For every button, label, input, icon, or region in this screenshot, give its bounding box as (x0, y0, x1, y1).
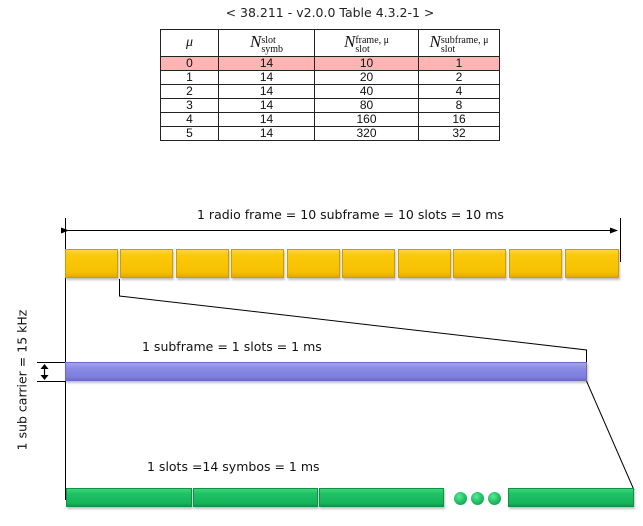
slot-bar (65, 362, 587, 381)
subframe-block (509, 249, 562, 278)
slot-label: 1 slots =14 symbos = 1 ms (147, 459, 320, 474)
table-row: 1 14 20 2 (160, 70, 500, 85)
subframe-block (231, 249, 284, 278)
subcarrier-label: 1 sub carrier = 15 kHz (14, 309, 30, 451)
table-row: 3 14 80 8 (160, 98, 500, 113)
cell-symbols-per-slot: 14 (218, 126, 315, 141)
radio-frame-label: 1 radio frame = 10 subframe = 10 slots =… (197, 207, 504, 222)
subframe-label: 1 subframe = 1 slots = 1 ms (142, 339, 322, 354)
subframe-block (176, 249, 229, 278)
cell-slots-per-subframe: 32 (418, 126, 500, 141)
table-row: 4 14 160 16 (160, 112, 500, 127)
vertical-double-arrow-icon (40, 364, 49, 380)
cell-slots-per-subframe: 1 (418, 56, 500, 71)
symbol-block (319, 488, 444, 507)
subframe-block (342, 249, 395, 278)
subframe-block (287, 249, 340, 278)
subframe-block (453, 249, 506, 278)
cell-slots-per-frame: 10 (314, 56, 419, 71)
symbol-block (66, 488, 192, 507)
cell-slots-per-frame: 320 (314, 126, 419, 141)
subframe-block (65, 249, 118, 278)
table-row: 5 14 320 32 (160, 126, 500, 141)
table-caption: < 38.211 - v2.0.0 Table 4.3.2-1 > (225, 5, 435, 20)
subframe-block (565, 249, 619, 278)
symbol-block (508, 488, 634, 507)
table-row: 0 14 10 1 (160, 56, 500, 71)
header-mu: μ (160, 29, 219, 57)
subframe-block (398, 249, 451, 278)
cell-symbols-per-slot: 14 (218, 56, 315, 71)
subframe-block (120, 249, 173, 278)
symbol-block (193, 488, 318, 507)
